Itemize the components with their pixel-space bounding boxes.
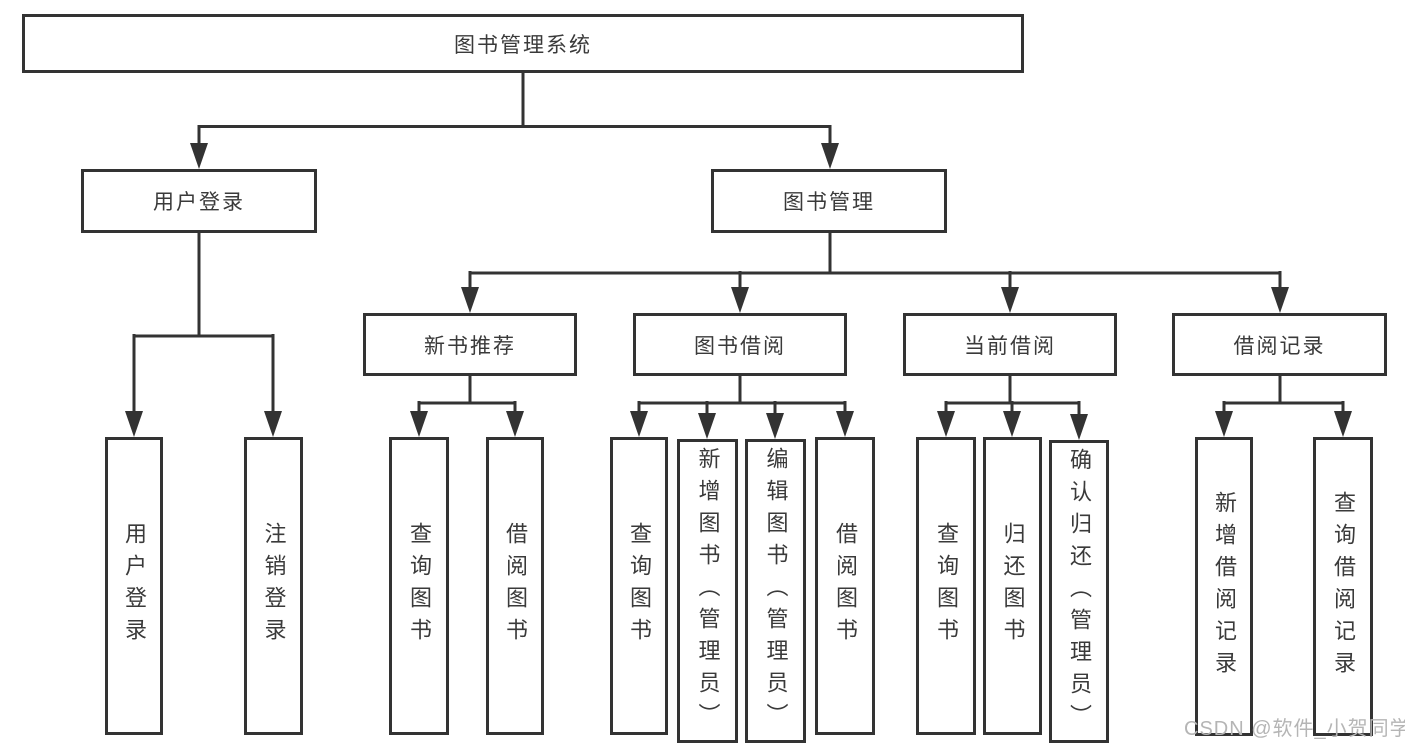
leaf-bb-borrow-books-label: 借阅图书 <box>833 522 858 650</box>
leaf-logout-label: 注销登录 <box>261 522 287 650</box>
leaf-nbr-query-books: 查询图书 <box>389 437 449 735</box>
node-book-management-label: 图书管理 <box>783 191 875 214</box>
node-user-login: 用户登录 <box>81 169 317 233</box>
node-current-borrowing: 当前借阅 <box>903 313 1117 376</box>
leaf-cb-confirm-return-admin: 确认归还（管理员） <box>1049 440 1109 743</box>
node-book-management: 图书管理 <box>711 169 947 233</box>
node-new-book-recommend-label: 新书推荐 <box>424 334 516 358</box>
leaf-bb-query-books-label: 查询图书 <box>627 522 652 650</box>
leaf-logout: 注销登录 <box>244 437 303 735</box>
leaf-bb-edit-books-admin: 编辑图书（管理员） <box>745 439 806 743</box>
node-current-borrowing-label: 当前借阅 <box>964 334 1056 358</box>
leaf-bb-borrow-books: 借阅图书 <box>815 437 875 735</box>
node-borrowing-records: 借阅记录 <box>1172 313 1387 376</box>
leaf-br-add-record-label: 新增借阅记录 <box>1212 490 1237 683</box>
leaf-bb-query-books: 查询图书 <box>610 437 668 735</box>
csdn-watermark: CSDN @软件_小贺同学 <box>1184 718 1405 740</box>
leaf-bb-add-books-admin-label: 新增图书（管理员） <box>695 447 721 735</box>
node-new-book-recommend: 新书推荐 <box>363 313 577 376</box>
node-borrowing-records-label: 借阅记录 <box>1233 334 1326 358</box>
leaf-br-query-record-label: 查询借阅记录 <box>1331 490 1356 683</box>
leaf-br-add-record: 新增借阅记录 <box>1195 437 1253 736</box>
leaf-cb-query-books-label: 查询图书 <box>934 522 959 650</box>
node-root-system-label: 图书管理系统 <box>454 33 592 57</box>
node-user-login-label: 用户登录 <box>153 191 245 214</box>
leaf-bb-edit-books-admin-label: 编辑图书（管理员） <box>763 447 789 735</box>
leaf-user-login-label: 用户登录 <box>122 522 147 650</box>
leaf-cb-confirm-return-admin-label: 确认归还（管理员） <box>1067 447 1092 736</box>
leaf-nbr-borrow-books: 借阅图书 <box>486 437 544 735</box>
leaf-nbr-query-books-label: 查询图书 <box>407 522 432 650</box>
leaf-cb-query-books: 查询图书 <box>916 437 976 735</box>
leaf-nbr-borrow-books-label: 借阅图书 <box>503 522 528 650</box>
node-book-borrowing: 图书借阅 <box>633 313 847 376</box>
leaf-user-login: 用户登录 <box>105 437 163 735</box>
leaf-cb-return-books: 归还图书 <box>983 437 1042 735</box>
node-root-system: 图书管理系统 <box>22 14 1024 73</box>
node-book-borrowing-label: 图书借阅 <box>694 334 786 358</box>
leaf-br-query-record: 查询借阅记录 <box>1313 437 1373 736</box>
leaf-cb-return-books-label: 归还图书 <box>1000 522 1026 650</box>
leaf-bb-add-books-admin: 新增图书（管理员） <box>677 439 738 743</box>
